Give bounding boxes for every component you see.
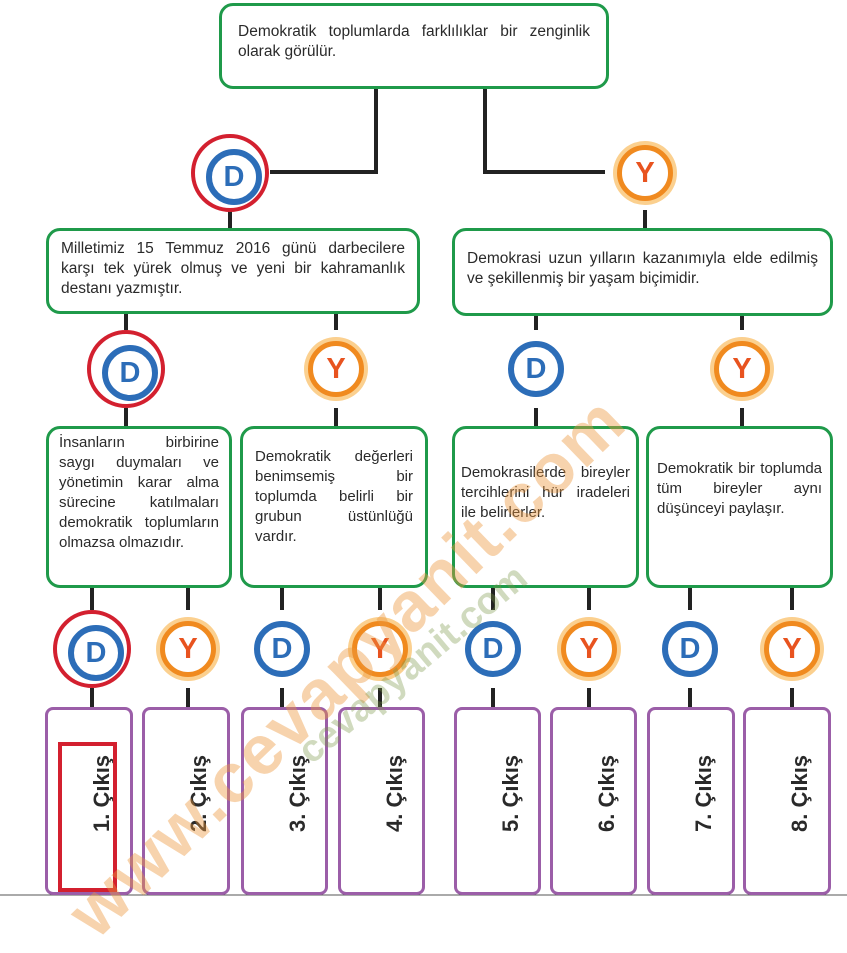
- statement-text-dd: İnsanların birbirine saygı duymaları ve …: [59, 434, 219, 551]
- d-letter: D: [119, 356, 141, 389]
- y-letter: Y: [178, 632, 198, 665]
- output-label-7: 7. Çıkış: [691, 754, 716, 832]
- statement-box-y-branch: Demokrasi uzun yılların kazanımıyla elde…: [452, 228, 833, 316]
- statement-box-yd: Demokrasilerde bireyler tercihlerini hür…: [452, 426, 639, 588]
- output-box-4[interactable]: 4. Çıkış: [338, 707, 425, 895]
- statement-box-d-branch: Milletimiz 15 Temmuz 2016 günü darbecile…: [46, 228, 420, 314]
- output-label-5: 5. Çıkış: [497, 754, 523, 832]
- answer-d-circle-l2-3[interactable]: D: [497, 330, 575, 408]
- output-box-6[interactable]: 6. Çıkış: [550, 707, 637, 895]
- output-label-8: 8. Çıkış: [787, 754, 812, 832]
- statement-text-yy: Demokratik bir toplumda tüm bireyler ayn…: [657, 460, 822, 517]
- answer-y-circle-l3-4[interactable]: Y: [341, 610, 419, 688]
- statement-box-yy: Demokratik bir toplumda tüm bireyler ayn…: [646, 426, 833, 588]
- statement-text-y-branch: Demokrasi uzun yılların kazanımıyla elde…: [467, 250, 818, 287]
- output-label-4: 4. Çıkış: [381, 754, 407, 832]
- output-label-3: 3. Çıkış: [284, 754, 310, 832]
- answer-y-circle-level1[interactable]: Y: [606, 134, 684, 212]
- statement-box-dy: Demokratik değerleri benimsemiş bir topl…: [240, 426, 428, 588]
- d-letter: D: [525, 352, 547, 385]
- y-letter: Y: [579, 632, 599, 665]
- y-letter: Y: [635, 156, 655, 189]
- connector-lines: [0, 88, 847, 896]
- answer-y-circle-l3-2[interactable]: Y: [149, 610, 227, 688]
- d-letter: D: [679, 632, 701, 665]
- d-letter: D: [482, 632, 504, 665]
- statement-text-yd: Demokrasilerde bireyler tercihlerini hür…: [461, 464, 630, 521]
- answer-d-circle-level1[interactable]: D: [191, 134, 269, 212]
- root-statement-box: Demokratik toplumlarda farklılıklar bir …: [219, 3, 609, 89]
- output-box-8[interactable]: 8. Çıkış: [743, 707, 831, 895]
- statement-box-dd: İnsanların birbirine saygı duymaları ve …: [46, 426, 232, 588]
- answer-y-circle-l2-2[interactable]: Y: [297, 330, 375, 408]
- output-label-2: 2. Çıkış: [186, 754, 211, 832]
- d-letter: D: [85, 636, 107, 669]
- y-letter: Y: [732, 352, 752, 385]
- statement-text-dy: Demokratik değerleri benimsemiş bir topl…: [255, 448, 413, 545]
- d-letter: D: [223, 160, 245, 193]
- answer-y-circle-l3-8[interactable]: Y: [753, 610, 831, 688]
- output-label-6: 6. Çıkış: [593, 754, 619, 832]
- output-box-3[interactable]: 3. Çıkış: [241, 707, 328, 895]
- d-letter: D: [271, 632, 293, 665]
- statement-text-d-branch: Milletimiz 15 Temmuz 2016 günü darbecile…: [61, 240, 405, 297]
- output-box-7[interactable]: 7. Çıkış: [647, 707, 735, 895]
- answer-y-circle-l2-4[interactable]: Y: [703, 330, 781, 408]
- answer-d-circle-l3-3[interactable]: D: [243, 610, 321, 688]
- y-letter: Y: [326, 352, 346, 385]
- y-letter: Y: [370, 632, 390, 665]
- output-box-5[interactable]: 5. Çıkış: [454, 707, 541, 895]
- output-box-2[interactable]: 2. Çıkış: [142, 707, 230, 895]
- answer-d-circle-l2-1[interactable]: D: [87, 330, 165, 408]
- answer-y-circle-l3-6[interactable]: Y: [550, 610, 628, 688]
- answer-d-circle-l3-7[interactable]: D: [651, 610, 729, 688]
- answer-d-circle-l3-5[interactable]: D: [454, 610, 532, 688]
- root-statement-text: Demokratik toplumlarda farklılıklar bir …: [238, 23, 590, 60]
- answer-d-circle-l3-1[interactable]: D: [53, 610, 131, 688]
- y-letter: Y: [782, 632, 802, 665]
- selected-output-highlight: [58, 742, 117, 892]
